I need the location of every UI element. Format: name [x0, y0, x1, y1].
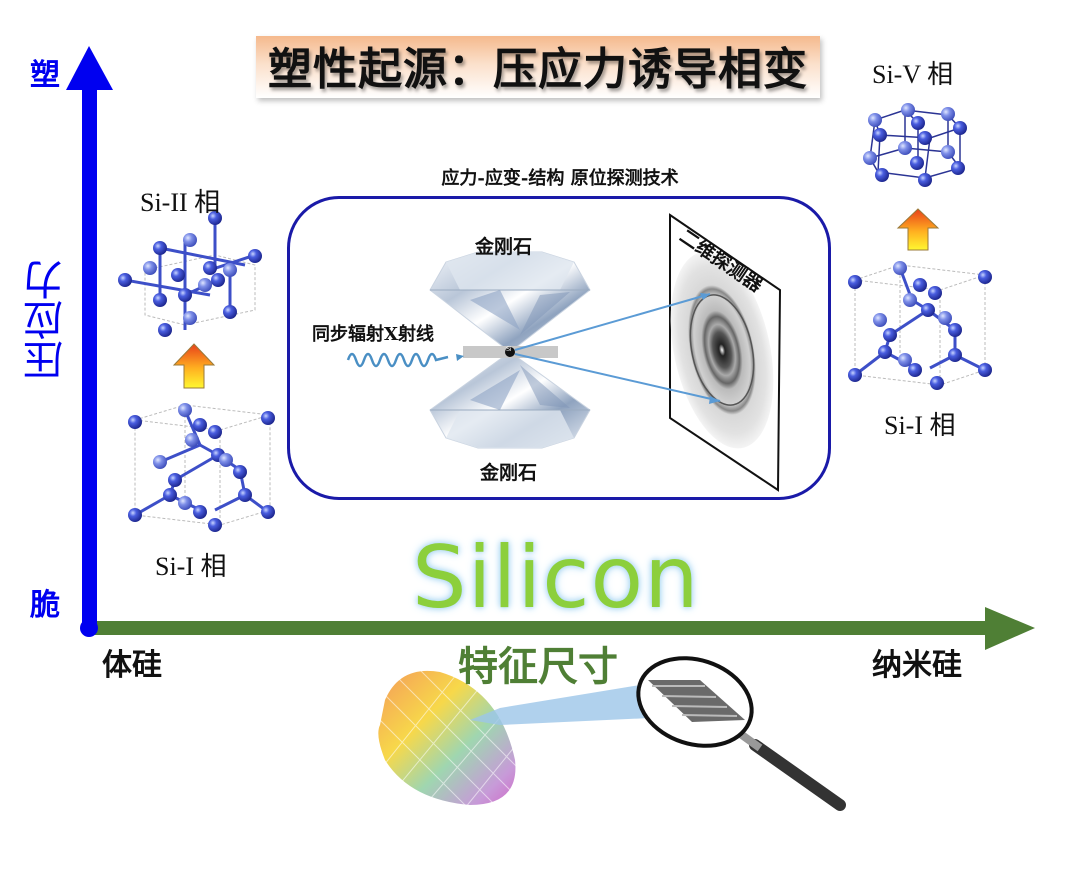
axis-origin-dot [80, 619, 98, 637]
left-phase-transition-arrow-icon [172, 343, 216, 389]
xray-wave-icon [346, 352, 449, 368]
silicon-wafer-icon [378, 669, 521, 811]
title-banner [256, 36, 820, 98]
y-axis-title: 压应力 [24, 260, 70, 380]
si-i-crystal-right-icon [848, 261, 992, 390]
right-top-phase-label: Si-V 相 [872, 60, 954, 89]
panel-caption: 应力-应变-结构 原位探测技术 [441, 168, 679, 189]
diamond-bottom-label: 金刚石 [480, 462, 538, 484]
silicon-title: Silicon [412, 528, 700, 628]
left-top-phase-label: Si-II 相 [140, 188, 221, 217]
y-axis-line [82, 82, 97, 628]
si-i-crystal-left-icon [128, 403, 275, 532]
si-sample-icon [505, 347, 515, 357]
right-phase-transition-arrow-icon [896, 208, 940, 251]
x-axis-title: 特征尺寸 [458, 643, 618, 690]
page-title: 塑性起源：压应力诱导相变 [268, 44, 808, 95]
in-situ-panel [287, 196, 831, 500]
x-axis-right-label: 纳米硅 [872, 648, 962, 683]
diamond-top-label: 金刚石 [475, 236, 533, 258]
magnifying-glass-icon [636, 656, 846, 811]
x-axis-arrowhead [985, 607, 1035, 650]
xray-label: 同步辐射X射线 [312, 324, 434, 345]
y-axis-arrowhead [66, 46, 113, 90]
si-v-crystal-icon [863, 103, 967, 187]
sample-label: Si [506, 347, 512, 353]
diamond-top-icon [429, 251, 591, 353]
si-ii-crystal-icon [118, 211, 262, 337]
y-axis-bottom-label: 脆 [30, 588, 60, 623]
diffracted-beam-upper [514, 293, 711, 351]
diffraction-rings [670, 251, 774, 449]
x-axis-left-label: 体硅 [102, 648, 162, 683]
diamond-bottom-icon [429, 351, 591, 449]
right-bottom-phase-label: Si-I 相 [884, 411, 956, 440]
y-axis-top-label: 塑 [30, 58, 60, 93]
left-bottom-phase-label: Si-I 相 [155, 552, 227, 581]
magnify-beam [470, 685, 650, 725]
diffracted-beam-lower [514, 353, 721, 402]
x-axis-line [88, 621, 988, 635]
